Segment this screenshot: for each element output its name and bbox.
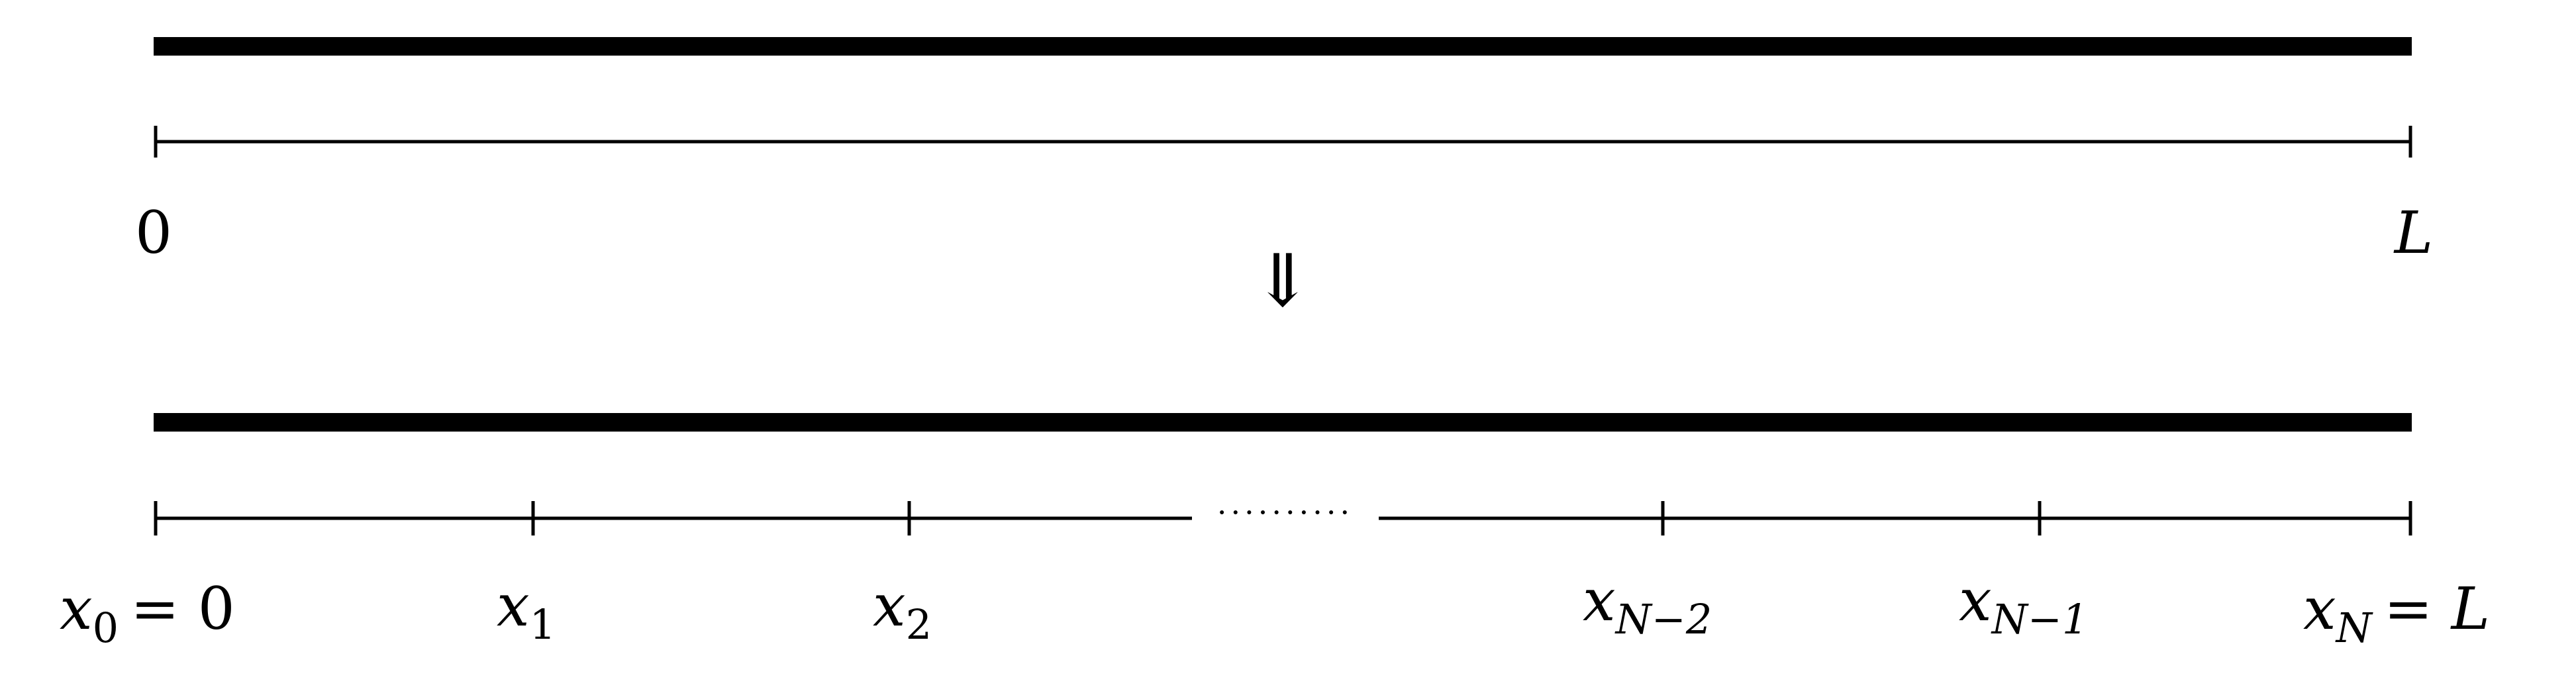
grid-ellipsis: ·········· bbox=[1217, 494, 1354, 530]
node-label-x1-sub: 1 bbox=[530, 600, 556, 649]
svg-text:x0= 0: x0= 0 bbox=[60, 575, 235, 652]
svg-text:xN= L: xN= L bbox=[2303, 575, 2490, 652]
top-rod bbox=[154, 37, 2412, 56]
node-label-x0-suffix: = 0 bbox=[130, 575, 235, 643]
node-label-x1-base: x bbox=[497, 571, 530, 639]
node-label-xN-suffix: = L bbox=[2384, 575, 2490, 643]
node-label-xN-sub: N bbox=[2335, 604, 2374, 652]
node-label-x2-base: x bbox=[873, 571, 906, 639]
svg-text:xN−2: xN−2 bbox=[1583, 566, 1712, 643]
node-label-xN-2-sub: N−2 bbox=[1614, 595, 1712, 643]
grid-axis bbox=[154, 501, 2412, 535]
node-label-xN-1: xN−1 bbox=[1959, 566, 2088, 643]
double-down-arrow-icon: ⇓ bbox=[1252, 238, 1313, 323]
node-label-xN: xN= L bbox=[2303, 575, 2490, 652]
node-label-xN-2-base: x bbox=[1583, 566, 1616, 634]
svg-text:xN−1: xN−1 bbox=[1959, 566, 2088, 643]
node-label-x0: x0= 0 bbox=[60, 575, 235, 652]
node-label-xN-2: xN−2 bbox=[1583, 566, 1712, 643]
node-label-x0-sub: 0 bbox=[93, 604, 119, 652]
node-label-xN-1-base: x bbox=[1959, 566, 1992, 634]
top-right-label: L bbox=[2393, 199, 2433, 267]
top-left-label: 0 bbox=[135, 199, 172, 267]
top-axis bbox=[154, 126, 2412, 158]
node-label-xN-1-sub: N−1 bbox=[1991, 595, 2089, 643]
node-label-x0-base: x bbox=[60, 575, 93, 643]
svg-text:x2: x2 bbox=[873, 571, 932, 649]
svg-text:x1: x1 bbox=[497, 571, 556, 649]
node-label-xN-base: x bbox=[2303, 575, 2336, 643]
bottom-rod bbox=[154, 413, 2412, 432]
node-label-x2-sub: 2 bbox=[906, 600, 932, 649]
node-label-x2: x2 bbox=[873, 571, 932, 649]
node-label-x1: x1 bbox=[497, 571, 556, 649]
